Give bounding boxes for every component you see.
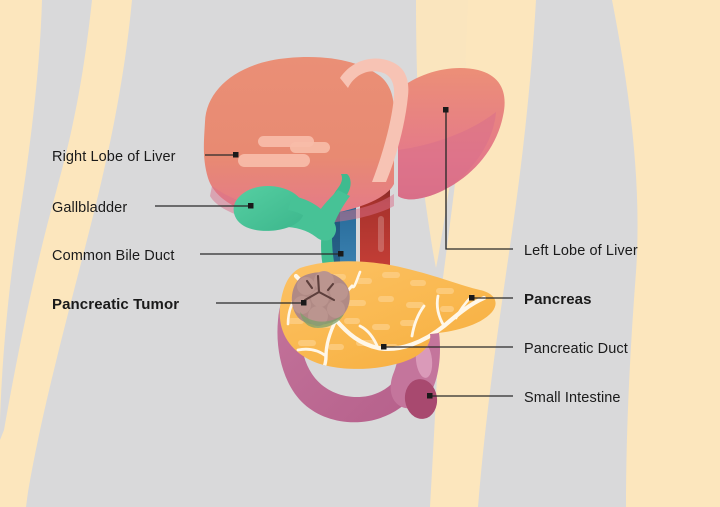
biliary-tree: [233, 174, 351, 278]
leader-dot-pancreatic-duct: [381, 344, 387, 350]
label-common-bile-duct[interactable]: Common Bile Duct: [52, 248, 344, 264]
liver-highlights: [238, 136, 330, 167]
label-text-common-bile-duct: Common Bile Duct: [52, 248, 174, 264]
label-group-left: Right Lobe of Liver Gallbladder Common B…: [52, 149, 344, 313]
duodenum-distal-tip: [404, 379, 438, 419]
leader-dot-pancreatic-tumor: [301, 300, 307, 306]
silhouette-left-outer: [0, 0, 42, 420]
label-pancreatic-duct[interactable]: Pancreatic Duct: [381, 341, 628, 357]
label-text-pancreatic-tumor: Pancreatic Tumor: [52, 296, 179, 313]
label-text-pancreas: Pancreas: [524, 291, 592, 308]
leader-dot-small-intestine: [427, 393, 433, 399]
silhouette-left-band: [0, 0, 132, 507]
label-pancreas[interactable]: Pancreas: [469, 291, 592, 308]
tumor-fissures: [303, 274, 336, 302]
label-text-small-intestine: Small Intestine: [524, 390, 621, 406]
label-text-pancreatic-duct: Pancreatic Duct: [524, 341, 628, 357]
gallbladder-neck: [288, 196, 328, 228]
leader-dot-right-lobe-of-liver: [233, 152, 239, 158]
liver-left-lobe-shade: [398, 112, 496, 200]
tumor-base-shadow: [300, 312, 344, 328]
label-text-right-lobe-of-liver: Right Lobe of Liver: [52, 149, 176, 165]
label-small-intestine[interactable]: Small Intestine: [427, 390, 621, 406]
leader-dot-pancreas: [469, 295, 475, 301]
label-text-left-lobe-of-liver: Left Lobe of Liver: [524, 243, 638, 259]
gallbladder: [233, 186, 305, 231]
label-text-gallbladder: Gallbladder: [52, 200, 127, 216]
aorta-highlight: [378, 216, 384, 252]
label-left-lobe-of-liver[interactable]: Left Lobe of Liver: [443, 107, 638, 259]
label-pancreatic-tumor[interactable]: Pancreatic Tumor: [52, 296, 307, 313]
falciform-ligament: [340, 58, 409, 182]
silhouette-center-band: [430, 0, 536, 507]
silhouette-right-band: [612, 0, 720, 507]
leader-dot-common-bile-duct: [338, 251, 344, 257]
leader-dot-left-lobe-of-liver: [443, 107, 449, 113]
leader-line-left-lobe-of-liver: [445, 110, 513, 250]
leader-dot-gallbladder: [248, 203, 254, 209]
common-bile-duct: [321, 174, 351, 278]
label-gallbladder[interactable]: Gallbladder: [52, 200, 254, 216]
label-group-right: Left Lobe of Liver Pancreas Pancreatic D…: [381, 107, 638, 406]
label-right-lobe-of-liver[interactable]: Right Lobe of Liver: [52, 149, 239, 165]
